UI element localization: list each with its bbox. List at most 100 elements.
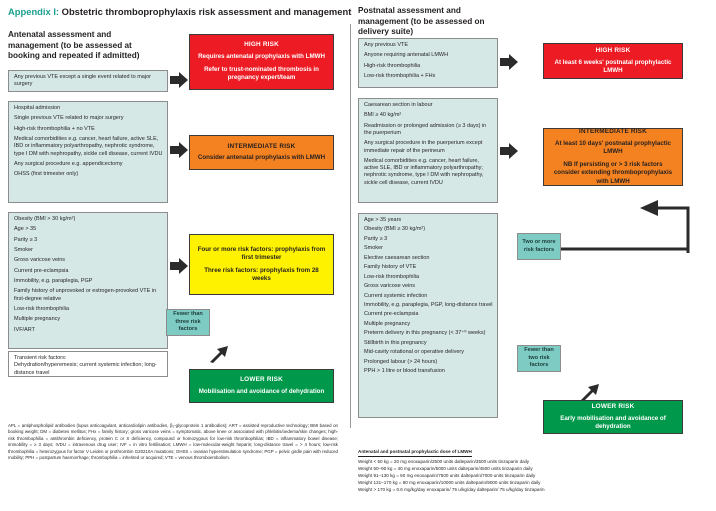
abbreviations-footnote: APL = antiphospholipid antibodies (lupus… bbox=[8, 423, 338, 461]
outcome-line: At least 10 days' postnatal prophylactic… bbox=[555, 139, 671, 155]
list-item: OHSS (first trimester only) bbox=[14, 171, 79, 178]
antenatal-fewer-than-three-gate: Fewer than three risk factors bbox=[166, 309, 210, 336]
list-item: Age > 35 bbox=[14, 226, 37, 233]
list-item: Mid-cavity rotational or operative deliv… bbox=[364, 349, 464, 356]
outcome-line: Four or more risk factors: prophylaxis f… bbox=[197, 245, 326, 261]
list-item: Obesity (BMI > 30 kg/m²) bbox=[14, 216, 76, 222]
outcome-heading: HIGH RISK bbox=[244, 41, 279, 49]
appendix-title: Obstetric thromboprophylaxis risk assess… bbox=[61, 6, 352, 17]
dose-line: Weight < 50 kg = 20 mg enoxaparin/2500 u… bbox=[358, 458, 530, 464]
list-item: Gross varicose veins bbox=[364, 283, 416, 290]
list-item: Smoker bbox=[14, 247, 33, 254]
arrow-right-icon bbox=[170, 142, 188, 158]
list-item: Low-risk thrombophilia bbox=[364, 273, 420, 280]
list-item: PPH > 1 litre or blood transfusion bbox=[364, 368, 445, 374]
antenatal-high-risk-criteria: Any previous VTE except a single event r… bbox=[8, 70, 168, 92]
postnatal-two-or-more-gate: Two or more risk factors bbox=[517, 233, 561, 260]
outcome-line: Consider antenatal prophylaxis with LMWH bbox=[197, 154, 326, 162]
list-item: Multiple pregnancy bbox=[14, 316, 61, 323]
list-item: Age > 35 years bbox=[364, 217, 402, 223]
arrow-right-icon bbox=[500, 143, 518, 159]
list-item: Current pre-eclampsia bbox=[14, 267, 69, 274]
list-item: Transient risk factors: bbox=[14, 355, 67, 361]
dose-line: Weight 91–130 kg = 60 mg enoxaparin/7500… bbox=[358, 472, 536, 478]
dose-line: Weight 131–170 kg = 80 mg enoxaparin/100… bbox=[358, 479, 541, 485]
list-item: Any surgical procedure in the puerperium… bbox=[364, 140, 483, 154]
arrow-right-icon bbox=[170, 72, 188, 88]
list-item: Current systemic infection bbox=[364, 292, 428, 299]
list-item: Parity ≥ 3 bbox=[364, 235, 388, 242]
lmwh-dose-panel: Antenatal and postnatal prophylactic dos… bbox=[358, 449, 708, 494]
list-item: Immobility, e.g. paraplegia, PGP bbox=[14, 278, 93, 285]
list-item: Immobility, e.g. paraplegia, PGP, long-d… bbox=[364, 301, 493, 308]
connector-line-from-gate-icon bbox=[560, 243, 690, 255]
list-item: Prolonged labour (> 24 hours) bbox=[364, 358, 438, 365]
antenatal-intermediate-risk-criteria: Hospital admission Single previous VTE r… bbox=[8, 101, 168, 203]
list-item: IVF/ART bbox=[14, 326, 35, 333]
list-item: Dehydration/hyperemesis; current systemi… bbox=[14, 362, 157, 376]
outcome-heading: LOWER RISK bbox=[591, 403, 635, 411]
postnatal-column-title: Postnatal assessment and management (to … bbox=[358, 6, 485, 36]
list-item: Family history of VTE bbox=[364, 264, 417, 271]
postnatal-fewer-than-two-gate: Fewer than two risk factors bbox=[517, 345, 561, 372]
postnatal-lower-risk-outcome: LOWER RISK Early mobilisation and avoida… bbox=[543, 400, 683, 434]
list-item: Any previous VTE bbox=[364, 42, 409, 48]
list-item: Obesity (BMI ≥ 30 kg/m²) bbox=[364, 226, 426, 233]
list-item: Anyone requiring antenatal LMWH bbox=[364, 52, 449, 59]
list-item: Low-risk thrombophilia bbox=[14, 306, 70, 312]
dose-line: Weight 50–90 kg = 40 mg enoxaparin/5000 … bbox=[358, 465, 533, 471]
list-item: Caesarean section in labour bbox=[364, 102, 433, 108]
list-item: Single previous VTE related to major sur… bbox=[14, 115, 124, 122]
list-item: BMI ≥ 40 kg/m² bbox=[364, 112, 402, 119]
list-item: Preterm delivery in this pregnancy (< 37… bbox=[364, 330, 486, 337]
list-item: Elective caesarean section bbox=[364, 254, 430, 261]
list-item: High-risk thrombophilia + no VTE bbox=[14, 125, 95, 132]
list-item: Gross varicose veins bbox=[14, 257, 66, 264]
list-item: Medical comorbidities e.g. cancer, heart… bbox=[364, 157, 484, 186]
appendix-label: Appendix I: bbox=[8, 6, 60, 17]
postnatal-high-risk-outcome: HIGH RISK At least 6 weeks' postnatal pr… bbox=[543, 43, 683, 79]
antenatal-transient-risk-factors: Transient risk factors: Dehydration/hype… bbox=[8, 351, 168, 377]
outcome-line: Refer to trust-nominated thrombosis in p… bbox=[204, 66, 319, 82]
list-item: Any previous VTE except a single event r… bbox=[14, 74, 151, 88]
arrow-down-right-icon bbox=[207, 344, 229, 366]
antenatal-intermediate-risk-outcome: INTERMEDIATE RISK Consider antenatal pro… bbox=[189, 135, 334, 170]
outcome-line: Mobilisation and avoidance of dehydratio… bbox=[198, 387, 325, 395]
dose-panel-title: Antenatal and postnatal prophylactic dos… bbox=[358, 449, 472, 458]
page-title: Appendix I: Obstetric thromboprophylaxis… bbox=[8, 6, 708, 17]
dose-line: Weight > 170 kg = 0.6 mg/kg/day enoxapar… bbox=[358, 486, 545, 492]
postnatal-intermediate-risk-criteria: Caesarean section in labour BMI ≥ 40 kg/… bbox=[358, 98, 498, 203]
list-item: Current pre-eclampsia bbox=[364, 311, 419, 318]
list-item: Any surgical procedure e.g. appendicecto… bbox=[14, 160, 123, 167]
outcome-line: Three risk factors: prophylaxis from 28 … bbox=[204, 267, 319, 283]
antenatal-high-risk-outcome: HIGH RISK Requires antenatal prophylaxis… bbox=[189, 34, 334, 90]
outcome-line: NB If persisting or > 3 risk factors con… bbox=[553, 161, 673, 185]
antenatal-risk-factor-outcome: Four or more risk factors: prophylaxis f… bbox=[189, 234, 334, 295]
outcome-line: Requires antenatal prophylaxis with LMWH bbox=[198, 52, 325, 60]
antenatal-column-title: Antenatal assessment and management (to … bbox=[8, 30, 140, 60]
arrow-down-right-icon bbox=[578, 382, 600, 404]
arrow-right-icon bbox=[500, 54, 518, 70]
outcome-heading: LOWER RISK bbox=[240, 376, 283, 384]
list-item: Family history of unprovoked or estrogen… bbox=[14, 288, 157, 302]
antenatal-lower-risk-outcome: LOWER RISK Mobilisation and avoidance of… bbox=[189, 369, 334, 403]
list-item: Multiple pregnancy bbox=[364, 320, 411, 327]
list-item: Medical comorbidities e.g. cancer, heart… bbox=[14, 136, 163, 157]
postnatal-risk-factor-criteria: Age > 35 years Obesity (BMI ≥ 30 kg/m²) … bbox=[358, 213, 498, 418]
outcome-line: Early mobilisation and avoidance of dehy… bbox=[560, 414, 666, 430]
list-item: Low-risk thrombophilia + FHx bbox=[364, 73, 436, 80]
list-item: Stillbirth in this pregnancy bbox=[364, 339, 427, 346]
outcome-heading: HIGH RISK bbox=[595, 47, 631, 55]
arrow-right-icon bbox=[170, 258, 188, 274]
antenatal-risk-factor-criteria: Obesity (BMI > 30 kg/m²) Age > 35 Parity… bbox=[8, 212, 168, 349]
list-item: Smoker bbox=[364, 245, 383, 252]
list-item: Hospital admission bbox=[14, 105, 61, 111]
outcome-heading: INTERMEDIATE RISK bbox=[579, 128, 647, 136]
list-item: Readmission or prolonged admission (≥ 3 … bbox=[364, 122, 487, 136]
list-item: High-risk thrombophilia bbox=[364, 62, 421, 69]
list-item: Parity ≥ 3 bbox=[14, 236, 38, 243]
column-divider bbox=[350, 24, 351, 428]
outcome-heading: INTERMEDIATE RISK bbox=[227, 142, 296, 150]
outcome-line: At least 6 weeks' postnatal prophylactic… bbox=[554, 58, 672, 74]
